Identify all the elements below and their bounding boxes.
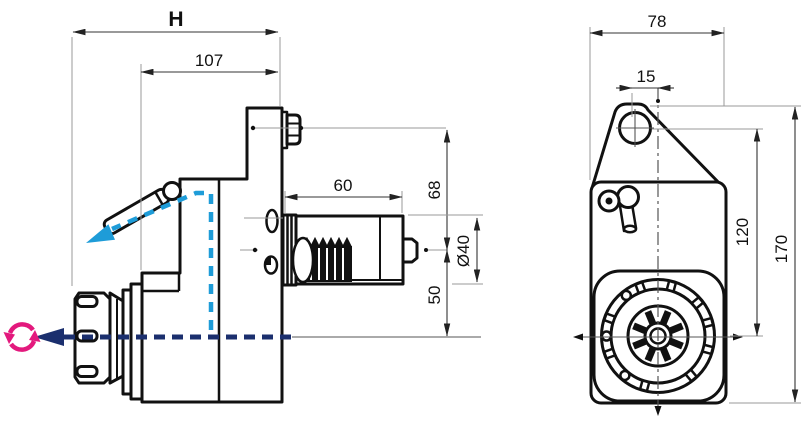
thread-end-dome xyxy=(291,236,315,284)
front-view: 78 15 120 170 xyxy=(573,12,801,416)
dimension-label-50: 50 xyxy=(425,286,444,305)
mounting-hole-crosshair xyxy=(616,109,654,147)
dimension-label-60: 60 xyxy=(334,176,353,195)
dim-hole-offset: 15 xyxy=(616,67,674,117)
coolant-flow-path xyxy=(111,190,214,330)
side-view: H 107 60 68 50 xyxy=(3,8,483,404)
dimension-label-15: 15 xyxy=(637,67,656,86)
bolt-head xyxy=(285,113,302,146)
dim-68-50: 68 50 xyxy=(240,125,451,337)
shank-tip-nub xyxy=(401,237,419,264)
coolant-flow-arrow-icon xyxy=(86,224,115,243)
dimension-label-d40: Ø40 xyxy=(454,235,473,267)
dimension-label-170: 170 xyxy=(772,235,791,263)
flange-holes xyxy=(600,289,633,382)
shank-thread xyxy=(291,236,352,284)
dim-head-length: 107 xyxy=(140,51,279,270)
dim-shank-diameter: Ø40 xyxy=(408,214,483,285)
dimension-label-78: 78 xyxy=(648,12,667,31)
side-pin xyxy=(597,185,640,234)
vdi-shank xyxy=(281,213,419,287)
dim-shank-length: 60 xyxy=(244,176,403,219)
dimension-label-68: 68 xyxy=(425,181,444,200)
dimension-label-h: H xyxy=(168,8,183,31)
dim-overall-width: 78 xyxy=(589,12,725,180)
dimension-label-107: 107 xyxy=(195,51,223,70)
dim-overall-length: H xyxy=(71,8,281,286)
collet-assembly xyxy=(73,282,144,401)
boss-ring-rear xyxy=(129,282,144,401)
dimension-label-120: 120 xyxy=(733,218,752,246)
face-holes xyxy=(263,208,279,275)
dim-hole-to-axis: 120 xyxy=(652,128,763,337)
centerline-arrow-bottom xyxy=(654,406,662,416)
flange-serration-tabs xyxy=(602,279,715,393)
clamp-bolt xyxy=(280,110,302,150)
lever-pivot xyxy=(162,181,182,201)
centerline-arrow-right xyxy=(733,333,743,341)
centerline-arrow-left xyxy=(573,333,583,341)
rotation-arrows-icon xyxy=(3,322,41,352)
dim-overall-height: 170 xyxy=(650,105,801,404)
gear-spokes xyxy=(632,310,684,362)
axis-arrow-icon xyxy=(34,328,64,346)
pin-head xyxy=(616,185,640,209)
